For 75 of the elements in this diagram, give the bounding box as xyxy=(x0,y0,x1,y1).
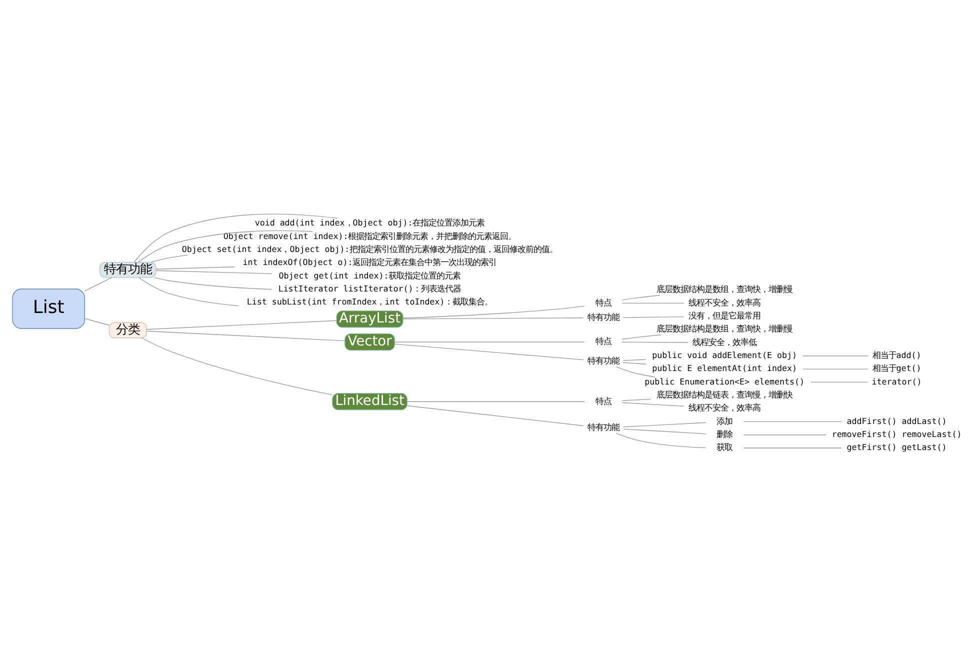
connector xyxy=(802,368,869,369)
node-box: 特有功能 xyxy=(100,261,156,278)
connector xyxy=(394,343,584,360)
connector xyxy=(146,320,337,330)
node-box: Vector xyxy=(344,332,396,350)
node-text: 底层数据结构是数组，查询快，增删慢 xyxy=(656,323,793,334)
connector xyxy=(622,294,660,300)
connector xyxy=(134,213,338,262)
connector xyxy=(402,305,585,318)
node-text: 特点 xyxy=(595,336,612,346)
node-text: 特有功能 xyxy=(587,422,620,432)
connector xyxy=(406,400,585,402)
node-text: 底层数据结构是链表，查询慢，增删快 xyxy=(656,389,793,400)
connector xyxy=(84,318,110,326)
connector xyxy=(810,381,868,382)
connector xyxy=(84,276,112,291)
connector xyxy=(622,341,688,342)
connector xyxy=(622,428,706,434)
node-text: 线程不安全，效率高 xyxy=(688,296,761,307)
node-text: 线程安全，效率低 xyxy=(692,336,757,346)
node-text: public Enumeration<E> elements() xyxy=(644,376,804,386)
node-text: 底层数据结构是数组，查询快，增删慢 xyxy=(656,284,793,294)
node-text: removeFirst() removeLast() xyxy=(832,428,962,439)
connector xyxy=(394,341,585,342)
connector xyxy=(743,447,842,448)
node-text: 获取 xyxy=(716,442,733,452)
connector xyxy=(154,276,272,290)
node-text: 特有功能 xyxy=(587,355,620,366)
connector xyxy=(802,355,869,356)
node-text: 特点 xyxy=(595,296,612,307)
node-text: ListIterator listIterator()：列表迭代器 xyxy=(278,282,462,293)
node-text: addFirst() addLast() xyxy=(846,415,947,426)
node-text: 没有，但是它最常用 xyxy=(688,310,761,320)
node-text: 相当于get() xyxy=(872,362,922,373)
connector xyxy=(156,266,235,269)
node-box: List xyxy=(12,288,85,328)
node-text: void add(int index，Object obj):在指定位置添加元素 xyxy=(254,217,485,228)
connector xyxy=(402,317,584,319)
connector xyxy=(138,230,313,262)
node-text: 添加 xyxy=(716,415,733,426)
node-box: 分类 xyxy=(108,322,147,338)
connector xyxy=(622,398,652,400)
node-text: Object remove(int index):根据指定索引删除元素，并把删除的元素返回。 xyxy=(223,230,516,240)
node-text: 线程不安全，效率高 xyxy=(688,402,761,412)
node-text: iterator() xyxy=(872,376,922,386)
node-text: 相当于add() xyxy=(872,350,922,360)
node-text: Object set(int index，Object obj):把指定索引位置的元素修改为指定的值，返回修改前的值。 xyxy=(182,243,558,254)
connector xyxy=(138,276,239,306)
connector xyxy=(622,316,684,318)
node-text: public E elementAt(int index) xyxy=(652,362,797,373)
connector xyxy=(622,358,646,360)
node-text: Object get(int index):获取指定位置的元素 xyxy=(278,270,461,280)
node-text: List subList(int fromIndex，int toIndex)：截取集合。 xyxy=(246,296,493,306)
node-box: LinkedList xyxy=(332,392,408,410)
node-text: 特有功能 xyxy=(587,311,620,322)
connector xyxy=(743,420,842,422)
node-text: getFirst() getLast() xyxy=(846,442,947,452)
connector xyxy=(616,366,656,377)
connector xyxy=(622,402,684,406)
connector xyxy=(142,337,333,395)
connector xyxy=(622,422,706,427)
connector xyxy=(406,404,584,426)
node-text: 特点 xyxy=(595,395,612,406)
connector xyxy=(156,270,272,274)
connector xyxy=(622,362,646,364)
connector xyxy=(150,254,188,262)
connector xyxy=(146,330,345,341)
connector xyxy=(622,302,684,304)
node-text: 删除 xyxy=(716,428,733,439)
node-box: ArrayList xyxy=(336,310,404,328)
connector xyxy=(622,334,662,340)
node-text: int indexOf(Object o):返回指定元素在集合中第一次出现的索引 xyxy=(242,256,497,267)
node-text: public void addElement(E obj) xyxy=(652,350,797,360)
connector xyxy=(743,434,826,435)
connector xyxy=(616,432,706,448)
